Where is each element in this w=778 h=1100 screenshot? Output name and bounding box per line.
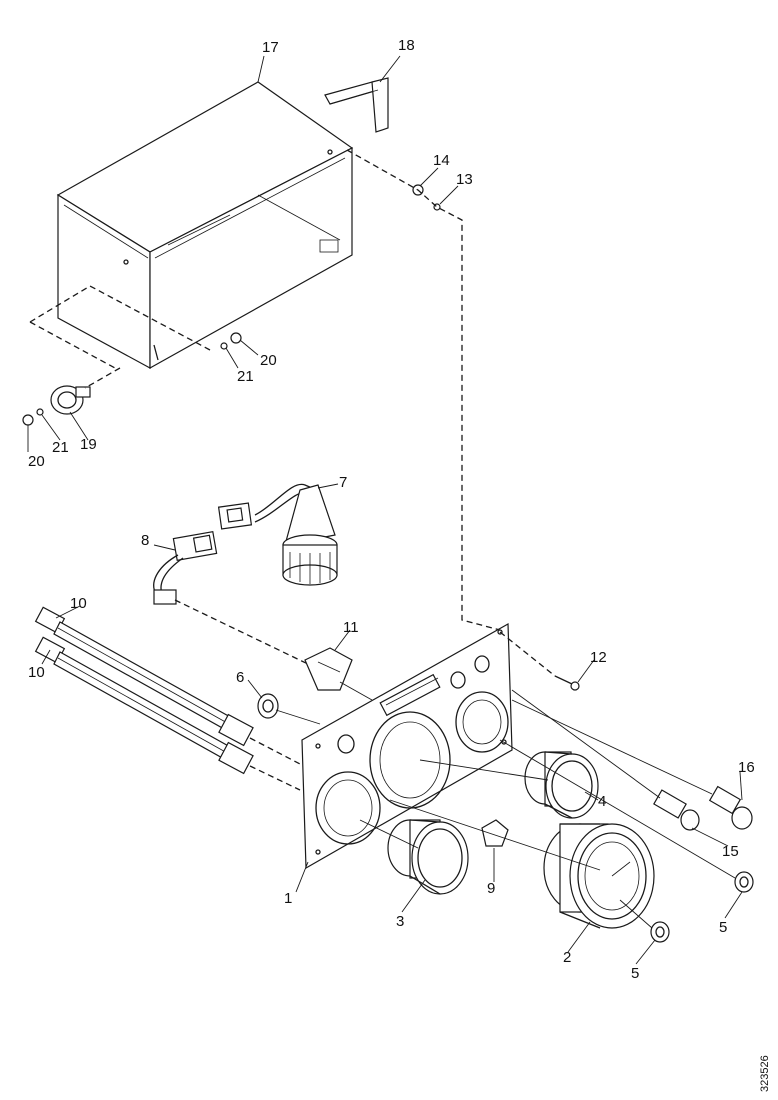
callout-7: 6 bbox=[236, 669, 244, 686]
callout-17: 17 bbox=[262, 39, 279, 56]
callout-18: 18 bbox=[398, 37, 415, 54]
callout-12: 12 bbox=[590, 649, 607, 666]
rotary-switch bbox=[50, 385, 91, 415]
assembly-line-switch bbox=[84, 367, 121, 389]
bezel-nut-right bbox=[734, 871, 754, 893]
callout-5-lower: 5 bbox=[631, 965, 639, 982]
callout-leaders bbox=[27, 55, 743, 965]
gauge-panel bbox=[301, 622, 513, 870]
enclosure-box bbox=[56, 81, 354, 370]
callout-14: 14 bbox=[433, 152, 450, 169]
knob bbox=[481, 819, 509, 847]
callout-20-switch: 20 bbox=[28, 453, 45, 470]
assembly-lines-panel bbox=[275, 631, 736, 929]
callout-13: 13 bbox=[456, 171, 473, 188]
bezel-nut-lower bbox=[650, 921, 670, 943]
mounting-clip bbox=[304, 647, 353, 691]
callout-11: 11 bbox=[343, 619, 359, 636]
cable-bundles bbox=[34, 606, 254, 775]
callout-10-top: 10 bbox=[70, 595, 87, 612]
callout-4: 4 bbox=[598, 793, 606, 810]
callout-2: 2 bbox=[563, 949, 571, 966]
nut-and-washer-left bbox=[22, 408, 44, 426]
assembly-line-cable-2 bbox=[249, 765, 301, 791]
assembly-line-box-front bbox=[29, 321, 116, 369]
medium-gauge bbox=[524, 751, 599, 819]
sensor-cable bbox=[217, 483, 338, 586]
callout-21-switch: 21 bbox=[52, 439, 69, 456]
callout-3: 3 bbox=[396, 913, 404, 930]
large-gauge bbox=[543, 823, 655, 929]
grommet bbox=[257, 693, 279, 719]
nut-and-washer-box bbox=[220, 332, 242, 350]
callout-16: 16 bbox=[738, 759, 755, 776]
assembly-line-cable-1 bbox=[249, 737, 301, 765]
small-gauge bbox=[387, 819, 469, 895]
panel-screw bbox=[554, 675, 580, 691]
assembly-line-box-to-panel bbox=[346, 149, 501, 631]
callout-10-bottom: 10 bbox=[28, 664, 45, 681]
callout-19: 19 bbox=[80, 436, 97, 453]
callout-1: 1 bbox=[284, 890, 292, 907]
indicator-lamp-15 bbox=[653, 789, 700, 831]
callout-15: 15 bbox=[722, 843, 739, 860]
callout-8: 7 bbox=[339, 474, 347, 491]
callout-9: 8 bbox=[141, 532, 149, 549]
connector-harness bbox=[153, 530, 218, 605]
callout-6: 9 bbox=[487, 880, 495, 897]
callout-21-box: 21 bbox=[237, 368, 254, 385]
callout-20-box: 20 bbox=[260, 352, 277, 369]
l-bracket bbox=[324, 77, 389, 133]
callout-5-right: 5 bbox=[719, 919, 727, 936]
assembly-line-box-bottom bbox=[29, 285, 211, 351]
indicator-lamp-16 bbox=[708, 785, 753, 830]
document-id: 323526 bbox=[759, 1055, 771, 1092]
assembly-line-harness bbox=[174, 599, 311, 666]
